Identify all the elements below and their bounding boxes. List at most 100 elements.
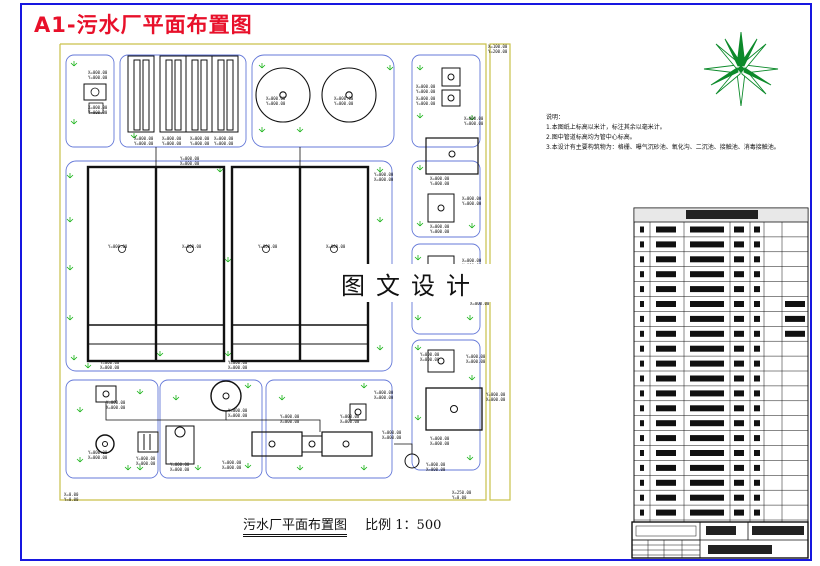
svg-text:X=000.00: X=000.00 — [420, 357, 440, 362]
svg-text:X=000.00: X=000.00 — [214, 136, 234, 141]
svg-text:X=000.00: X=000.00 — [466, 359, 486, 364]
svg-text:X=000.00: X=000.00 — [190, 136, 210, 141]
svg-text:Y=000.00: Y=000.00 — [100, 360, 120, 365]
svg-text:Y=000.00: Y=000.00 — [88, 75, 108, 80]
svg-text:X=000.00: X=000.00 — [416, 96, 436, 101]
svg-text:Y=000.00: Y=000.00 — [228, 408, 248, 413]
svg-text:Y=0.00: Y=0.00 — [452, 495, 467, 500]
note-2: 2.图中管道标高均为管中心标高。 — [546, 134, 636, 141]
plan-caption: 污水厂平面布置图 — [243, 514, 348, 537]
grit-chambers — [127, 55, 239, 133]
svg-text:Y=000.00: Y=000.00 — [340, 414, 360, 419]
svg-text:Y=0.00: Y=0.00 — [64, 497, 79, 502]
note-1: 1.本图纸上标高以米计，标注其余以毫米计。 — [546, 124, 666, 131]
north-compass-icon — [703, 31, 779, 107]
svg-text:X=0.00: X=0.00 — [64, 492, 79, 497]
svg-text:Y=000.00: Y=000.00 — [334, 101, 354, 106]
svg-text:X=000.00: X=000.00 — [266, 96, 286, 101]
svg-text:X=000.00: X=000.00 — [464, 116, 484, 121]
svg-text:X=000.00: X=000.00 — [382, 435, 402, 440]
primary-clarifiers — [255, 67, 377, 123]
svg-text:Y=000.00: Y=000.00 — [180, 156, 200, 161]
svg-text:X=000.00: X=000.00 — [106, 405, 126, 410]
svg-text:X=000.00: X=000.00 — [416, 84, 436, 89]
svg-text:X=000.00: X=000.00 — [162, 136, 182, 141]
svg-text:Y=000.00: Y=000.00 — [88, 450, 108, 455]
pipelines — [105, 147, 413, 454]
svg-text:Y=000.00: Y=000.00 — [462, 201, 482, 206]
svg-text:X=000.00: X=000.00 — [462, 258, 482, 263]
drawing-frame — [20, 3, 812, 561]
svg-text:Y=000.00: Y=000.00 — [266, 101, 286, 106]
svg-text:Y=000.00: Y=000.00 — [430, 436, 450, 441]
svg-text:X=000.00: X=000.00 — [340, 419, 360, 424]
svg-text:X=000.00: X=000.00 — [222, 465, 242, 470]
svg-text:X=000.00: X=000.00 — [430, 224, 450, 229]
svg-text:Y=000.00: Y=000.00 — [258, 244, 278, 249]
svg-text:Y=000.00: Y=000.00 — [170, 462, 190, 467]
structure-schedule-table — [633, 207, 809, 523]
svg-text:X=000.00: X=000.00 — [170, 467, 190, 472]
svg-text:X=000.00: X=000.00 — [136, 461, 156, 466]
svg-text:X=000.00: X=000.00 — [228, 365, 248, 370]
svg-text:X=000.00: X=000.00 — [134, 136, 154, 141]
svg-text:Y=000.00: Y=000.00 — [134, 141, 154, 146]
svg-text:X=000.00: X=000.00 — [326, 244, 346, 249]
svg-text:Y=000.00: Y=000.00 — [106, 400, 126, 405]
svg-text:Y=000.00: Y=000.00 — [214, 141, 234, 146]
svg-text:Y=000.00: Y=000.00 — [486, 392, 506, 397]
svg-text:X=000.00: X=000.00 — [228, 413, 248, 418]
watermark: 图文设计 — [322, 264, 500, 302]
svg-text:Y=000.00: Y=000.00 — [228, 360, 248, 365]
lawn-markers — [66, 61, 476, 471]
svg-text:X=000.00: X=000.00 — [334, 96, 354, 101]
svg-text:Y=000.00: Y=000.00 — [162, 141, 182, 146]
svg-text:Y=000.00: Y=000.00 — [430, 229, 450, 234]
svg-text:X=000.00: X=000.00 — [100, 365, 120, 370]
svg-text:Y=000.00: Y=000.00 — [374, 390, 394, 395]
svg-text:Y=000.00: Y=000.00 — [420, 352, 440, 357]
title-block — [631, 521, 809, 559]
svg-text:X=000.00: X=000.00 — [426, 467, 446, 472]
svg-text:Y=000.00: Y=000.00 — [88, 110, 108, 115]
svg-text:X=000.00: X=000.00 — [182, 244, 202, 249]
svg-text:Y=000.00: Y=000.00 — [416, 101, 436, 106]
svg-text:Y=000.00: Y=000.00 — [136, 456, 156, 461]
svg-text:Y=000.00: Y=000.00 — [430, 181, 450, 186]
plan-caption-block: 污水厂平面布置图 比例 1：500 — [243, 514, 441, 537]
svg-text:X=000.00: X=000.00 — [430, 441, 450, 446]
drawing-title: A1-污水厂平面布置图 — [34, 13, 253, 37]
svg-text:X=000.00: X=000.00 — [486, 397, 506, 402]
svg-text:X=000.00: X=000.00 — [88, 455, 108, 460]
svg-text:Y=000.00: Y=000.00 — [374, 172, 394, 177]
svg-text:Y=200.00: Y=200.00 — [488, 49, 508, 54]
screen-chamber — [83, 83, 107, 114]
plan-scale: 比例 1：500 — [365, 518, 442, 533]
svg-text:Y=000.00: Y=000.00 — [222, 460, 242, 465]
svg-text:X=000.00: X=000.00 — [374, 177, 394, 182]
svg-text:Y=000.00: Y=000.00 — [280, 414, 300, 419]
svg-text:X=000.00: X=000.00 — [280, 419, 300, 424]
svg-text:X=000.00: X=000.00 — [88, 70, 108, 75]
notes-heading: 说明： — [546, 114, 565, 121]
svg-text:Y=000.00: Y=000.00 — [190, 141, 210, 146]
svg-text:X=000.00: X=000.00 — [374, 395, 394, 400]
svg-text:X=250.00: X=250.00 — [452, 490, 472, 495]
svg-text:Y=000.00: Y=000.00 — [108, 244, 128, 249]
svg-text:X=100.00: X=100.00 — [488, 44, 508, 49]
coordinate-labels: X=000.00Y=000.00X=000.00Y=000.00X=000.00… — [88, 70, 506, 472]
svg-text:X=000.00: X=000.00 — [470, 301, 490, 306]
note-3: 3.本设计有主要构筑物为：格栅、曝气沉砂池、氧化沟、二沉池、接触池、消毒接触池。 — [546, 144, 780, 151]
svg-text:X=000.00: X=000.00 — [430, 176, 450, 181]
svg-text:X=000.00: X=000.00 — [462, 196, 482, 201]
corner-markers: X=100.00Y=200.00 X=0.00Y=0.00 X=250.00Y=… — [64, 44, 508, 502]
svg-text:Y=000.00: Y=000.00 — [464, 121, 484, 126]
svg-text:Y=000.00: Y=000.00 — [382, 430, 402, 435]
design-notes: 说明： 1.本图纸上标高以米计，标注其余以毫米计。 2.图中管道标高均为管中心标… — [546, 113, 780, 153]
svg-text:Y=000.00: Y=000.00 — [426, 462, 446, 467]
svg-text:Y=000.00: Y=000.00 — [466, 354, 486, 359]
svg-text:Y=000.00: Y=000.00 — [416, 89, 436, 94]
bottom-facilities — [95, 380, 373, 465]
svg-text:X=000.00: X=000.00 — [180, 161, 200, 166]
svg-text:X=000.00: X=000.00 — [88, 105, 108, 110]
